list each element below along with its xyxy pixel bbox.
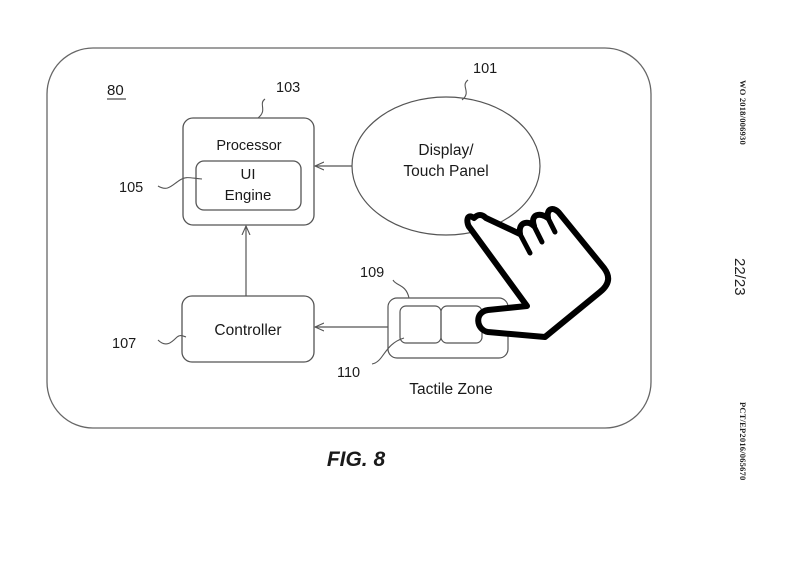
hand-finger-creases: [517, 215, 558, 256]
controller-label: Controller: [214, 322, 281, 339]
processor-ref-label: 103: [276, 80, 300, 96]
controller-ref-label: 107: [112, 336, 136, 352]
processor-leader-line: [257, 98, 266, 119]
ui-engine-label-line1: UI: [241, 166, 256, 183]
application-number: PCT/EP2016/065670: [738, 402, 748, 481]
tactile-button-leader-line: [371, 337, 405, 365]
publication-number: WO 2018/006930: [738, 80, 748, 145]
system-ref-label: 80: [107, 82, 124, 99]
ui-engine-leader-line: [157, 177, 203, 189]
figure-caption: FIG. 8: [327, 448, 386, 471]
tactile-zone-ref-label: 109: [360, 265, 384, 281]
ui-engine-block: [195, 160, 302, 211]
pointing-hand-icon: [464, 206, 612, 340]
system-frame: [46, 47, 652, 429]
tactile-button-ref-label: 110: [337, 365, 360, 381]
display-leader-line: [461, 79, 469, 101]
display-ref-label: 101: [473, 61, 497, 77]
controller-leader-line: [157, 335, 187, 345]
page-number: 22/23: [731, 258, 748, 296]
ui-engine-label-line2: Engine: [225, 187, 272, 204]
tactile-zone-label: Tactile Zone: [409, 381, 493, 398]
tactile-button-left: [399, 305, 442, 344]
display-label-line2: Touch Panel: [403, 163, 488, 180]
tactile-zone-leader-line: [392, 279, 410, 299]
display-label-line1: Display/: [418, 142, 474, 159]
processor-label: Processor: [216, 138, 281, 154]
ui-engine-ref-label: 105: [119, 180, 143, 196]
